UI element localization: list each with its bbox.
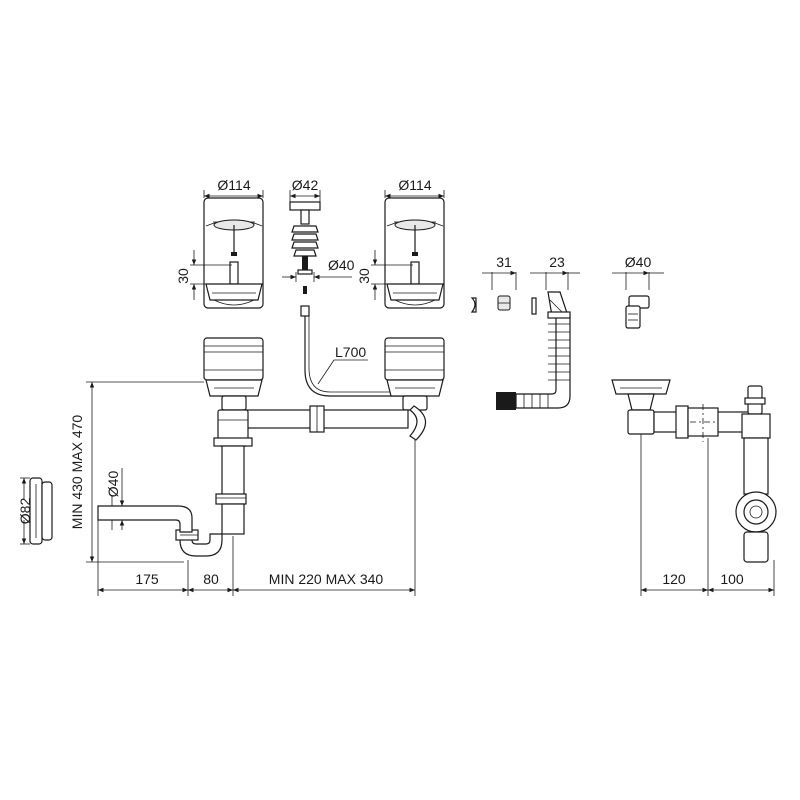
connecting-pipe [243,405,409,433]
dim-wall-flange-diameter: Ø82 [17,477,33,545]
overflow-cap [470,295,511,313]
dim-strainer-right-depth: 30 [356,250,413,300]
dim-outlet-pipe-diameter: Ø40 [105,468,125,530]
label-popup-diameter: Ø42 [292,177,319,193]
trap-assembly [175,409,253,557]
dim-height-range: MIN 430 MAX 470 [69,381,204,563]
strainer-left [203,197,264,309]
dim-popup-diameter: Ø42 [289,177,321,202]
dim-overflow-cap-width: 31 [482,254,517,290]
dim-cable-length: L700 [317,344,368,385]
dim-side-offsets [640,434,775,596]
label-overflow-body-width: 23 [549,254,565,270]
label-overflow-cap-width: 31 [496,254,512,270]
label-strainer-right-depth: 30 [356,268,372,284]
label-strainer-left-depth: 30 [175,268,191,284]
main-strainer-left [205,379,263,411]
collar-left [203,337,264,381]
label-side-offset-b: 100 [720,571,744,587]
dim-side-outlet-diameter: Ø40 [612,254,664,290]
label-outlet-pipe-diameter: Ø40 [105,471,121,498]
wall-flange [29,477,53,545]
label-side-offset-a: 120 [662,571,686,587]
strainer-right [384,197,445,309]
popup-valve [289,201,321,275]
label-cable-length: L700 [335,344,366,360]
dim-strainer-right-diameter: Ø114 [384,177,445,199]
collar-right [384,337,445,381]
dim-strainer-left-diameter: Ø114 [203,177,264,199]
label-strainer-left-diameter: Ø114 [217,177,250,193]
side-view-assembly [611,379,777,563]
label-wall-flange-diameter: Ø82 [17,498,33,525]
popup-cable [300,286,405,397]
label-outlet-length: 175 [135,571,159,587]
label-popup-bottom-diameter: Ø40 [328,257,355,273]
label-trap-offset: 80 [203,571,219,587]
dim-overflow-body-width: 23 [530,254,580,290]
dim-bottom-row [97,440,416,596]
overflow-hose [496,311,571,410]
dim-strainer-left-depth: 30 [175,250,232,300]
label-strainer-right-diameter: Ø114 [398,177,431,193]
main-strainer-right [386,379,444,441]
label-height-range: MIN 430 MAX 470 [69,415,85,530]
side-outlet-fitting [625,295,650,329]
outlet-pipe [97,505,193,533]
dim-popup-bottom-diameter: Ø40 [282,257,355,282]
label-side-outlet-diameter: Ø40 [625,254,652,270]
label-bowl-spacing: MIN 220 MAX 340 [269,571,384,587]
